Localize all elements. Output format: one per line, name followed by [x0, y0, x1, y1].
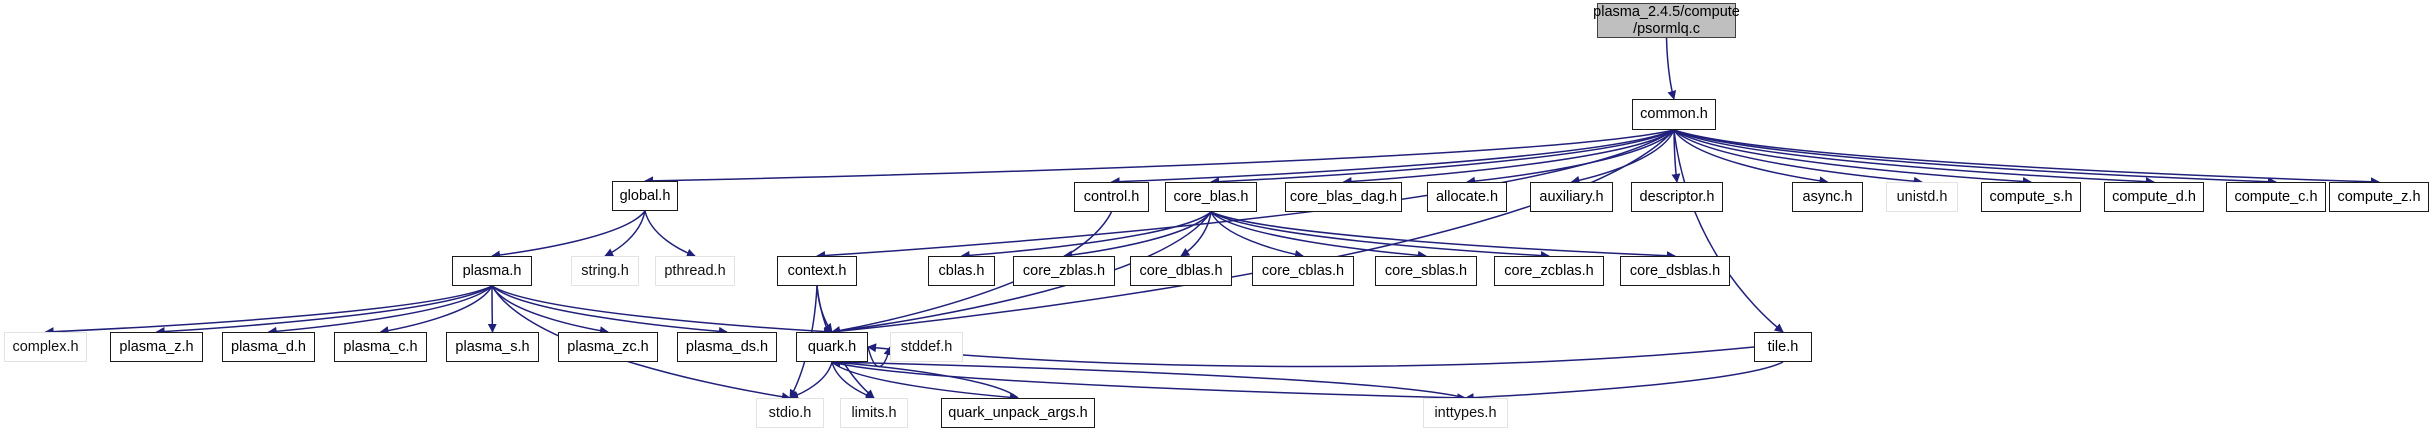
- graph-node-cblas[interactable]: cblas.h: [928, 256, 995, 286]
- graph-edge-common-to-descriptor: [1671, 129, 1681, 183]
- graph-node-plasma-z[interactable]: plasma_z.h: [110, 332, 203, 362]
- graph-edge-quark-to-inttypes: [831, 361, 1467, 403]
- graph-node-stdio[interactable]: stdio.h: [756, 398, 824, 428]
- graph-node-core-dblas[interactable]: core_dblas.h: [1130, 256, 1232, 286]
- graph-edge-core-blas-to-core-zcblas: [1210, 211, 1550, 261]
- graph-node-descriptor[interactable]: descriptor.h: [1631, 182, 1723, 212]
- graph-edge-core-blas-to-core-dsblas: [1210, 211, 1676, 261]
- graph-edge-common-to-compute-d: [1673, 129, 2155, 187]
- graph-node-allocate[interactable]: allocate.h: [1427, 182, 1507, 212]
- graph-edge-global-to-string: [604, 210, 646, 257]
- graph-edge-quark-to-stdio: [789, 361, 833, 400]
- graph-edge-plasma-to-quark: [491, 285, 833, 337]
- graph-edge-common-to-core-blas: [1210, 129, 1675, 187]
- graph-edge-plasma-to-plasma-z: [155, 285, 493, 337]
- graph-node-core-zblas[interactable]: core_zblas.h: [1013, 256, 1115, 286]
- graph-edge-quark-to-stddef: [867, 346, 893, 368]
- graph-node-plasma-c[interactable]: plasma_c.h: [334, 332, 427, 362]
- graph-edge-common-to-compute-c: [1673, 129, 2277, 187]
- graph-edge-common-to-quark: [831, 129, 1675, 336]
- graph-node-core-dsblas[interactable]: core_dsblas.h: [1620, 256, 1730, 286]
- graph-node-quark[interactable]: quark.h: [796, 332, 868, 362]
- graph-node-core-blas-dag[interactable]: core_blas_dag.h: [1285, 182, 1402, 212]
- graph-edge-common-to-compute-z: [1673, 129, 2380, 187]
- graph-edge-context-to-quark: [816, 285, 833, 333]
- graph-node-plasma-ds[interactable]: plasma_ds.h: [677, 332, 777, 362]
- graph-edge-common-to-compute-s: [1673, 129, 2032, 186]
- graph-node-plasma[interactable]: plasma.h: [452, 256, 532, 286]
- graph-edge-core-blas-to-core-dblas: [1180, 211, 1212, 257]
- graph-edge-tile-to-quark: [867, 343, 1755, 368]
- graph-node-auxiliary[interactable]: auxiliary.h: [1530, 182, 1613, 212]
- graph-edge-core-blas-to-core-sblas: [1210, 211, 1427, 260]
- graph-node-complex[interactable]: complex.h: [4, 332, 87, 362]
- graph-node-plasma-d[interactable]: plasma_d.h: [222, 332, 315, 362]
- graph-edge-core-blas-to-core-zblas: [1063, 211, 1212, 260]
- graph-node-stddef[interactable]: stddef.h: [890, 332, 963, 362]
- graph-edge-quark-to-limits: [831, 361, 875, 400]
- graph-edge-quark-to-quark-unpack-args: [831, 361, 1019, 402]
- graph-node-core-sblas[interactable]: core_sblas.h: [1375, 256, 1477, 286]
- graph-node-tile[interactable]: tile.h: [1754, 332, 1812, 362]
- graph-node-context[interactable]: context.h: [777, 256, 857, 286]
- graph-edge-tile-to-inttypes: [1464, 361, 1784, 403]
- graph-edge-plasma-to-plasma-s: [487, 285, 497, 333]
- graph-edge-plasma-to-plasma-c: [379, 285, 493, 336]
- graph-node-core-zcblas[interactable]: core_zcblas.h: [1494, 256, 1604, 286]
- graph-node-pthread[interactable]: pthread.h: [655, 256, 735, 286]
- graph-edge-common-to-core-blas-dag: [1342, 129, 1675, 186]
- graph-node-string[interactable]: string.h: [571, 256, 639, 286]
- graph-edge-plasma-to-complex: [44, 285, 493, 337]
- graph-edge-quark-unpack-args-to-quark: [831, 358, 1019, 399]
- graph-edge-plasma-to-plasma-zc: [491, 285, 609, 336]
- graph-node-control[interactable]: control.h: [1074, 182, 1149, 212]
- graph-node-compute-z[interactable]: compute_z.h: [2329, 182, 2429, 212]
- graph-edge-plasma-to-plasma-d: [267, 285, 493, 336]
- graph-node-common[interactable]: common.h: [1632, 99, 1716, 130]
- graph-node-root[interactable]: plasma_2.4.5/compute /psormlq.c: [1593, 3, 1740, 38]
- graph-node-async[interactable]: async.h: [1792, 182, 1863, 212]
- graph-edge-plasma-to-plasma-ds: [491, 285, 728, 336]
- graph-node-global[interactable]: global.h: [612, 181, 678, 211]
- graph-node-plasma-zc[interactable]: plasma_zc.h: [558, 332, 658, 362]
- graph-node-unistd[interactable]: unistd.h: [1886, 182, 1958, 212]
- graph-edge-common-to-auxiliary: [1570, 129, 1675, 185]
- graph-node-inttypes[interactable]: inttypes.h: [1423, 398, 1508, 428]
- graph-edge-common-to-tile: [1673, 129, 1784, 333]
- graph-edge-common-to-allocate: [1466, 129, 1675, 186]
- graph-edge-common-to-global: [644, 129, 1675, 186]
- graph-edge-root-to-common: [1665, 37, 1677, 100]
- graph-node-compute-d[interactable]: compute_d.h: [2104, 182, 2204, 212]
- graph-edge-common-to-async: [1673, 129, 1829, 186]
- graph-edge-common-to-unistd: [1673, 129, 1923, 186]
- graph-node-plasma-s[interactable]: plasma_s.h: [446, 332, 539, 362]
- graph-node-compute-c[interactable]: compute_c.h: [2226, 182, 2326, 212]
- graph-node-quark-unpack-args[interactable]: quark_unpack_args.h: [941, 398, 1095, 428]
- graph-edge-core-blas-to-cblas: [960, 211, 1212, 260]
- graph-edge-global-to-plasma: [491, 210, 646, 260]
- graph-edge-inttypes-to-quark: [831, 357, 1466, 399]
- graph-node-limits[interactable]: limits.h: [840, 398, 908, 428]
- graph-edge-global-to-pthread: [644, 210, 696, 258]
- graph-node-compute-s[interactable]: compute_s.h: [1981, 182, 2081, 212]
- graph-edge-core-blas-to-core-cblas: [1210, 211, 1304, 259]
- graph-edge-common-to-control: [1110, 129, 1675, 187]
- graph-node-core-blas[interactable]: core_blas.h: [1165, 182, 1257, 212]
- graph-node-core-cblas[interactable]: core_cblas.h: [1252, 256, 1354, 286]
